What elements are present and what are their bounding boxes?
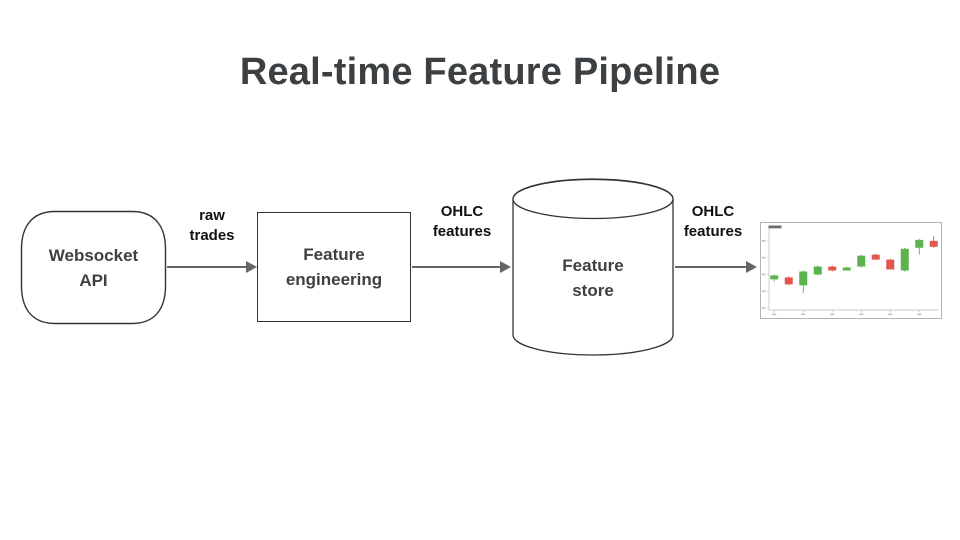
arrow-line-3 [675, 266, 747, 268]
arrow-line-2 [412, 266, 501, 268]
websocket-api-shape [20, 210, 167, 325]
edge-label-raw-trades: raw trades [189, 207, 235, 244]
feature-engineering-shape [257, 212, 411, 322]
arrow-head-2 [500, 261, 511, 273]
arrow-head-1 [246, 261, 257, 273]
candlestick-chart-plot [762, 225, 938, 316]
edge-label-ohlc-features-2: OHLC features [683, 203, 743, 240]
slide-title: Real-time Feature Pipeline [239, 51, 721, 93]
arrow-head-3 [746, 261, 757, 273]
feature-store-shape [512, 178, 674, 356]
candlestick-chart [760, 222, 942, 319]
arrow-line-1 [167, 266, 247, 268]
chart-legend [768, 225, 782, 229]
edge-label-ohlc-features-1: OHLC features [432, 203, 492, 240]
